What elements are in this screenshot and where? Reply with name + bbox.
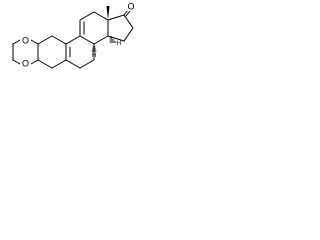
bond bbox=[93, 11, 109, 21]
skeletal-structure: O O O H H bbox=[12, 2, 136, 69]
bond bbox=[65, 35, 81, 45]
bond bbox=[12, 39, 21, 45]
hash-bond-c14 bbox=[109, 37, 117, 43]
bond bbox=[107, 14, 125, 21]
methyl-wedge-bond bbox=[106, 6, 110, 20]
ketone-oxygen-label: O bbox=[127, 2, 134, 12]
bond bbox=[51, 59, 67, 69]
hash-bond-c8 bbox=[91, 46, 97, 52]
bond bbox=[79, 59, 95, 69]
bond bbox=[30, 59, 39, 65]
bond bbox=[123, 14, 134, 29]
ring-c bbox=[79, 11, 109, 45]
ring-b bbox=[65, 35, 95, 69]
bond bbox=[125, 10, 131, 17]
ring-a bbox=[37, 35, 67, 69]
molecule-diagram: O O O H H bbox=[0, 0, 152, 98]
stereo-hydrogen-label: H bbox=[117, 41, 121, 47]
bond bbox=[93, 35, 109, 45]
stereo-hydrogen-label: H bbox=[92, 53, 96, 59]
bond bbox=[51, 35, 67, 45]
bond bbox=[123, 27, 134, 42]
ring-d bbox=[107, 14, 134, 42]
bond bbox=[107, 35, 125, 42]
bond bbox=[37, 59, 53, 69]
bond bbox=[79, 35, 95, 45]
bond bbox=[37, 35, 53, 45]
bond bbox=[30, 39, 39, 45]
bond bbox=[79, 11, 95, 21]
bond bbox=[65, 59, 81, 69]
dioxane-ring bbox=[12, 39, 39, 65]
oxygen-atom-label: O bbox=[22, 36, 29, 46]
oxygen-atom-label: O bbox=[22, 59, 29, 69]
bond bbox=[12, 59, 21, 65]
